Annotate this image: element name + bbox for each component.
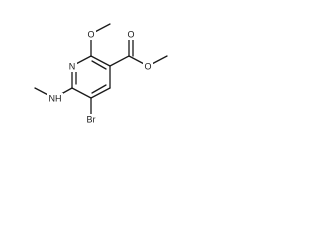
bond-ring-c5-c6 [71, 87, 92, 99]
bromine-label: Br [87, 115, 96, 125]
ring-n-label: N [69, 62, 76, 72]
atom-ester-carbonyl-o: O [126, 29, 136, 40]
atom-bromine: Br [84, 114, 99, 125]
methoxy-o-label: O [87, 30, 94, 40]
atom-methoxy-o: O [86, 29, 96, 40]
bond-ring-c2-c3-double [91, 60, 107, 70]
ester-carbonyl-o-label: O [127, 30, 134, 40]
amine-nh-label: NH [49, 94, 62, 104]
bond-ring-c4-c5 [90, 87, 111, 99]
atom-ring-n: N [67, 61, 77, 72]
bond-ring-c4-c5-double [91, 84, 107, 94]
bond-c3-ester-c [109, 55, 130, 67]
ester-o-label: O [144, 62, 151, 72]
atom-ester-o: O [143, 61, 153, 72]
bond-ring-c2-c3 [90, 55, 111, 67]
atom-amine-nh: NH [47, 93, 63, 104]
pyridine-ring [71, 55, 111, 99]
molecule-structure: N O O O Br NH [34, 23, 168, 125]
